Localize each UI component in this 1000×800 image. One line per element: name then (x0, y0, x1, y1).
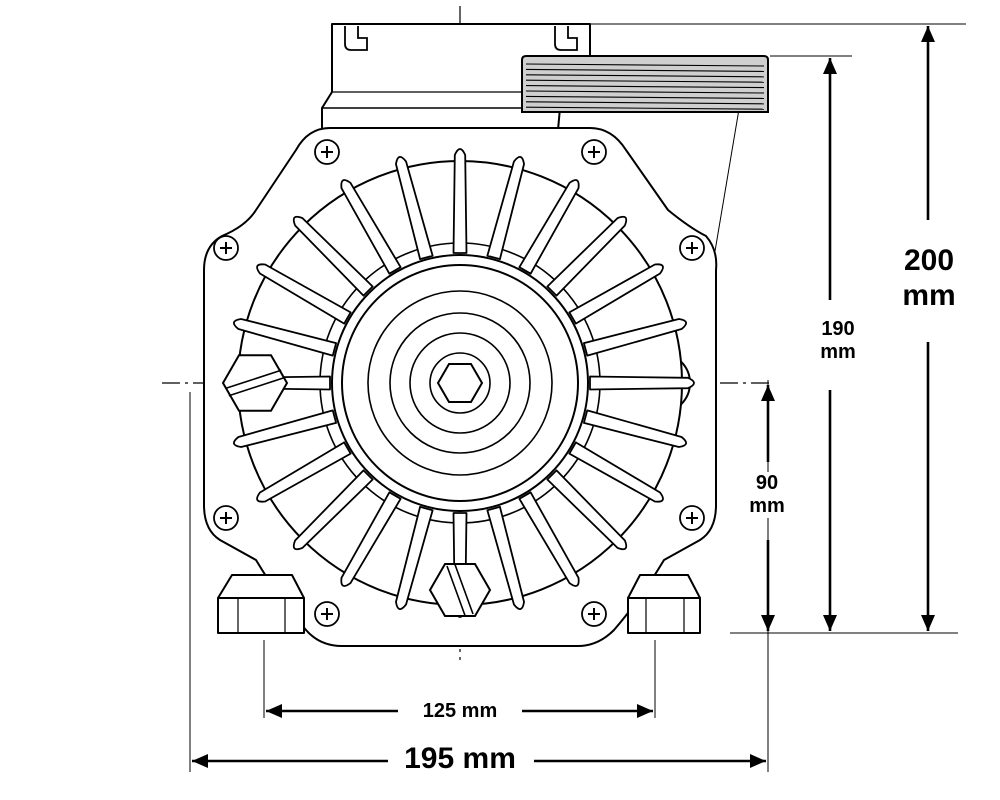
dimension-arrows (192, 26, 935, 768)
cooling-fin (546, 215, 628, 297)
cooling-fin (518, 491, 580, 587)
lid-clip-left (344, 26, 368, 51)
foot-left-base (217, 574, 305, 599)
drain-plug-bottom (428, 563, 492, 617)
drain-plug-bottom-slot (453, 562, 474, 615)
dim-195-right-head (750, 754, 766, 768)
cooling-fin (292, 215, 374, 297)
dimension-value: 200 (903, 244, 955, 277)
inlet-thread-line (525, 74, 765, 78)
dimension-label-195mm: 195 mm (395, 742, 525, 777)
dimension-unit: mm (902, 278, 956, 312)
cooling-fin (256, 441, 352, 503)
dimension-value: 190 (821, 318, 855, 340)
hub-ring (389, 312, 531, 454)
shaft-hex-nut (436, 362, 484, 404)
dim-90-upper-head (761, 385, 775, 401)
dim-90-lower-head (761, 615, 775, 631)
inlet-thread-line (525, 95, 765, 99)
dim-200-lower-head (921, 615, 935, 631)
hub-ring (341, 264, 579, 502)
cooling-fin (340, 491, 402, 587)
dim-195-left-head (192, 754, 208, 768)
cooling-fin (518, 179, 580, 275)
dimension-text: 125 mm (422, 700, 498, 722)
bearing-hub (331, 254, 589, 512)
cooling-fin (256, 263, 352, 325)
hub-ring (409, 332, 511, 434)
drain-plug-bottom-slot (446, 565, 467, 618)
cooling-fin (582, 318, 687, 357)
mounting-feet (217, 574, 701, 634)
bolt-heads (213, 139, 705, 627)
cooling-fin (340, 179, 402, 275)
hub-ring (367, 290, 553, 476)
hub-ring (429, 352, 491, 414)
dimension-label-200mm: 200 mm (892, 244, 966, 313)
cooling-fin (486, 156, 525, 261)
dimension-label-90mm: 90 mm (742, 472, 792, 518)
dimension-value: 90 (755, 472, 779, 494)
foot-right-base (627, 574, 701, 599)
dimension-label-190mm: 190 mm (810, 318, 866, 364)
cooling-fin (233, 409, 338, 448)
cooling-fin (233, 318, 338, 357)
dim-190-lower-head (823, 615, 837, 631)
dimension-label-125mm: 125 mm (408, 700, 512, 723)
inlet-thread-line (525, 68, 765, 72)
inlet-thread-line (525, 63, 765, 67)
inlet-thread-line (525, 90, 765, 94)
drain-plug-left (221, 354, 289, 412)
dimension-text: 195 mm (404, 742, 516, 775)
cooling-fin (568, 263, 664, 325)
cooling-fin (452, 148, 468, 254)
dim-125-left-head (266, 704, 282, 718)
inlet-thread-line (525, 85, 765, 89)
dim-125-right-head (637, 704, 653, 718)
lid-clip-right (554, 26, 578, 51)
dim-200-upper-head (921, 26, 935, 42)
dimension-unit: mm (749, 495, 785, 517)
inlet-thread-line (525, 79, 765, 83)
foot-left-pad (217, 597, 305, 634)
cooling-fin (395, 156, 434, 261)
cooling-fin (589, 375, 695, 391)
threaded-inlet (521, 55, 769, 113)
foot-right-pad (627, 597, 701, 634)
cooling-fin (546, 469, 628, 551)
dimension-unit: mm (820, 341, 856, 363)
drain-plug-left-slot (226, 369, 282, 389)
inlet-thread-line (525, 101, 765, 105)
cooling-fin (582, 409, 687, 448)
pump-body (203, 23, 769, 647)
dim-190-upper-head (823, 58, 837, 74)
cooling-fin (292, 469, 374, 551)
cooling-fin (568, 441, 664, 503)
cooling-fin (486, 505, 525, 610)
drain-plugs (221, 354, 492, 618)
drain-plug-left-slot (228, 377, 284, 397)
cooling-fin (395, 505, 434, 610)
inlet-thread-line (525, 106, 765, 110)
